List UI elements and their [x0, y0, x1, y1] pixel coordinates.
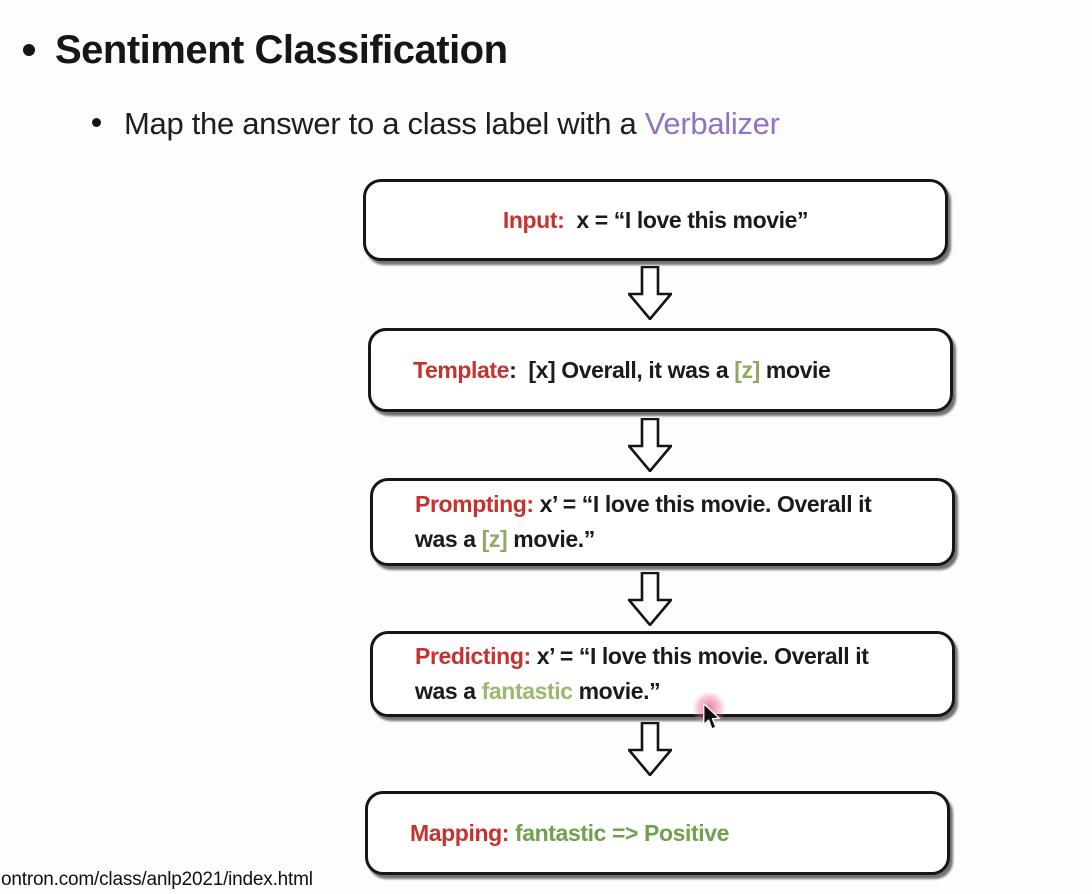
- down-arrow-icon: [628, 572, 672, 626]
- input-value: x = “I love this movie”: [564, 206, 809, 233]
- mouse-cursor-icon: [703, 703, 720, 730]
- flow-box-prompting: Prompting: x’ = “I love this movie. Over…: [370, 478, 955, 566]
- input-label: Input:: [502, 206, 565, 233]
- slot-z: [z]: [734, 356, 760, 383]
- down-arrow-icon: [628, 266, 672, 320]
- flow-box-predicting: Predicting: x’ = “I love this movie. Ove…: [370, 631, 955, 717]
- flow-box-input-text: Input: x = “I love this movie”: [366, 203, 945, 238]
- flow-box-mapping: Mapping: fantastic => Positive: [365, 791, 950, 875]
- page-title: Sentiment Classification: [55, 28, 508, 72]
- predicting-label: Predicting:: [415, 643, 531, 669]
- slot-z: [z]: [481, 526, 508, 552]
- subtitle: Map the answer to a class label with a V…: [124, 106, 780, 142]
- title-bullet: [23, 44, 35, 56]
- subtitle-bullet: [92, 118, 101, 127]
- template-label: Template: [413, 356, 510, 383]
- flow-box-mapping-text: Mapping: fantastic => Positive: [368, 816, 947, 851]
- flow-box-input: Input: x = “I love this movie”: [363, 179, 948, 261]
- flow-box-predicting-text: Predicting: x’ = “I love this movie. Ove…: [415, 643, 869, 704]
- mapping-value: fantastic => Positive: [509, 819, 730, 846]
- verbalizer-highlight: Verbalizer: [644, 106, 780, 141]
- flow-box-prompting-text: Prompting: x’ = “I love this movie. Over…: [415, 491, 872, 552]
- flow-box-template-text: Template: [x] Overall, it was a [z] movi…: [413, 356, 831, 383]
- subtitle-text: Map the answer to a class label with a: [124, 106, 645, 141]
- predicted-word: fantastic: [481, 678, 573, 704]
- down-arrow-icon: [628, 722, 672, 776]
- flow-box-template: Template: [x] Overall, it was a [z] movi…: [368, 328, 953, 412]
- mapping-label: Mapping:: [410, 819, 509, 846]
- prompting-label: Prompting:: [415, 491, 534, 517]
- down-arrow-icon: [628, 418, 672, 472]
- footer-url: ontron.com/class/anlp2021/index.html: [1, 869, 313, 890]
